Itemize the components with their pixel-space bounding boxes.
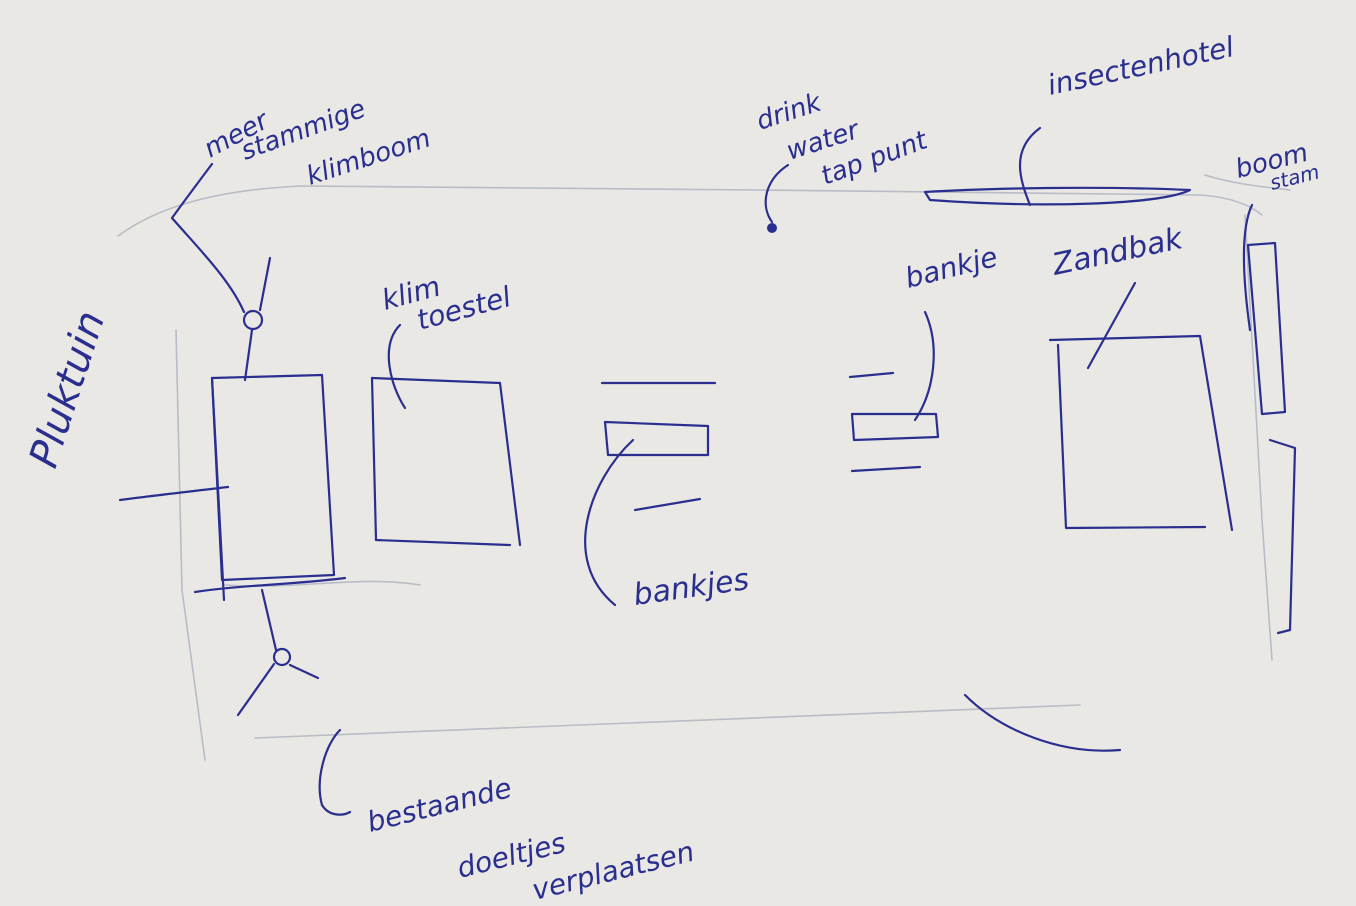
tree-marker-top — [242, 309, 264, 331]
insectenhotel-drawing — [923, 126, 1192, 207]
tap-point-dot — [767, 223, 777, 233]
bankje-drawing — [848, 310, 940, 473]
doeltjes-pointer — [318, 728, 352, 816]
klimtoestel-drawing — [370, 323, 522, 547]
bankjes-drawing — [584, 381, 717, 607]
klimboom-drawing — [118, 162, 347, 717]
bottom-right-curve — [963, 693, 1122, 752]
water-tap-drawing — [764, 163, 790, 233]
boomstam-drawing — [1242, 203, 1297, 635]
zandbak-drawing — [1048, 281, 1234, 532]
tree-marker-bottom — [272, 647, 292, 667]
